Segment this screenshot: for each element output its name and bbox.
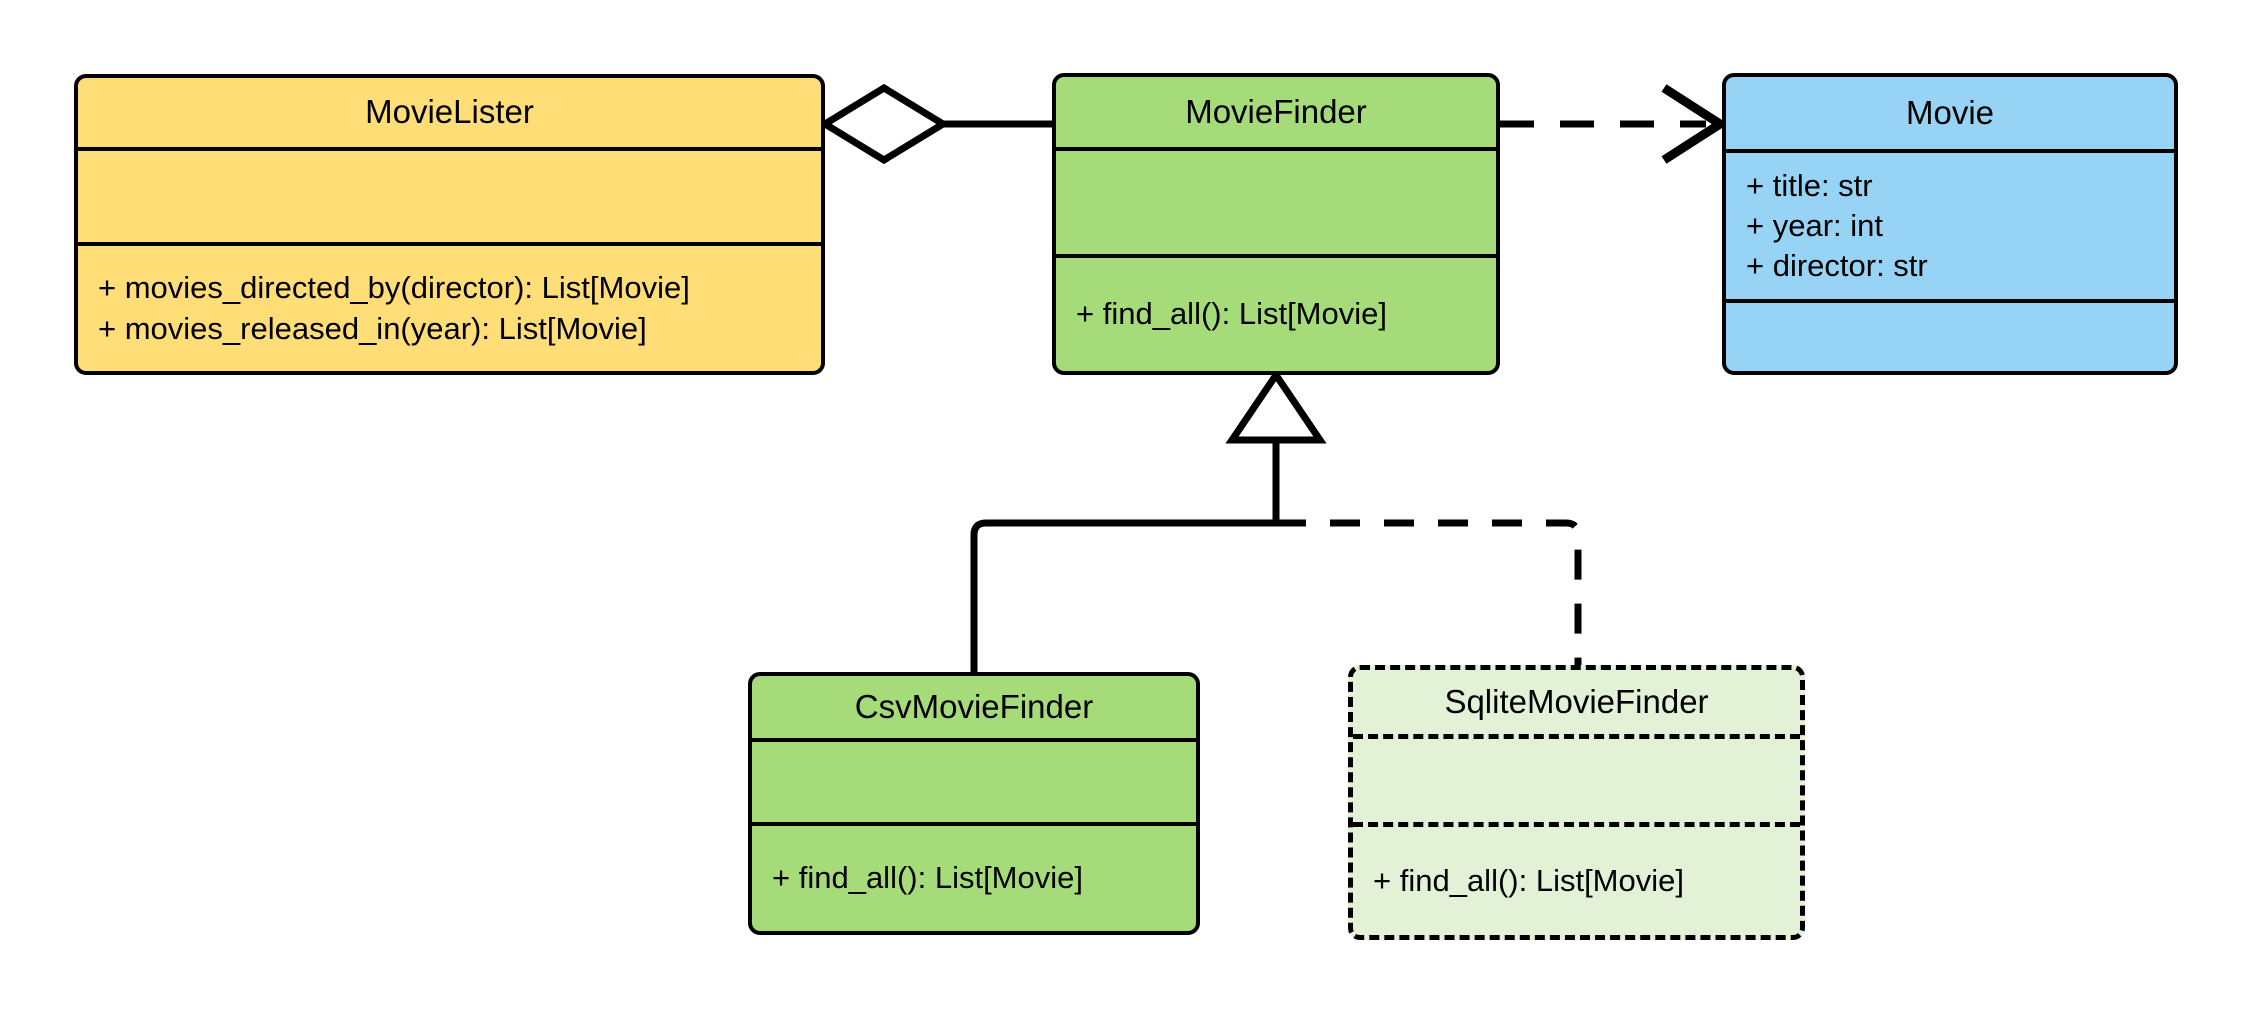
class-attributes-compartment: + title: str + year: int + director: str — [1726, 149, 2174, 299]
generalization-trunk — [1225, 368, 1327, 523]
open-arrow-marker — [1661, 84, 1729, 164]
class-box-movie-lister[interactable]: MovieLister + movies_directed_by(directo… — [74, 74, 825, 375]
class-method-item: + movies_released_in(year): List[Movie] — [98, 310, 647, 346]
class-attributes-compartment — [1056, 147, 1496, 254]
class-box-csv-movie-finder[interactable]: CsvMovieFinder + find_all(): List[Movie] — [748, 672, 1200, 935]
class-box-movie-finder[interactable]: MovieFinder + find_all(): List[Movie] — [1052, 73, 1500, 375]
generalization-edge-csv — [970, 519, 1276, 672]
class-name-movie-finder: MovieFinder — [1185, 92, 1367, 130]
hollow-diamond-marker — [818, 83, 950, 165]
class-name-movie: Movie — [1905, 93, 1995, 131]
generalization-line-sqlite — [1276, 519, 1582, 665]
aggregation-edge-lister-finder — [818, 83, 1052, 165]
class-methods-compartment: + find_all(): List[Movie] — [752, 822, 1196, 931]
class-box-sqlite-movie-finder[interactable]: SqliteMovieFinder + find_all(): List[Mov… — [1348, 665, 1805, 940]
class-title-compartment: SqliteMovieFinder — [1353, 670, 1800, 734]
class-name-movie-lister: MovieLister — [365, 93, 534, 131]
class-attributes-compartment — [1353, 734, 1800, 822]
class-attribute-item: + year: int — [1746, 207, 1883, 243]
class-title-compartment: MovieLister — [78, 78, 821, 147]
hollow-triangle-marker — [1225, 368, 1327, 444]
class-title-compartment: CsvMovieFinder — [752, 676, 1196, 738]
class-box-movie[interactable]: Movie + title: str + year: int + directo… — [1722, 73, 2178, 375]
class-methods-compartment: + movies_directed_by(director): List[Mov… — [78, 242, 821, 371]
class-methods-compartment: + find_all(): List[Movie] — [1056, 254, 1496, 371]
class-methods-compartment — [1726, 299, 2174, 371]
class-title-compartment: Movie — [1726, 77, 2174, 149]
class-title-compartment: MovieFinder — [1056, 77, 1496, 147]
class-attribute-item: + director: str — [1746, 248, 1928, 284]
dependency-edge-finder-movie — [1500, 84, 1729, 164]
class-name-csv-movie-finder: CsvMovieFinder — [854, 687, 1094, 725]
generalization-line-csv — [970, 519, 1276, 672]
class-name-sqlite-movie-finder: SqliteMovieFinder — [1444, 682, 1709, 720]
class-method-item: + find_all(): List[Movie] — [1373, 862, 1684, 898]
class-methods-compartment: + find_all(): List[Movie] — [1353, 822, 1800, 935]
class-attributes-compartment — [78, 147, 821, 242]
generalization-edge-sqlite — [1276, 519, 1582, 665]
class-method-item: + find_all(): List[Movie] — [772, 860, 1083, 896]
class-attributes-compartment — [752, 738, 1196, 822]
class-attribute-item: + title: str — [1746, 167, 1873, 203]
class-method-item: + find_all(): List[Movie] — [1076, 296, 1387, 332]
class-method-item: + movies_directed_by(director): List[Mov… — [98, 270, 690, 306]
